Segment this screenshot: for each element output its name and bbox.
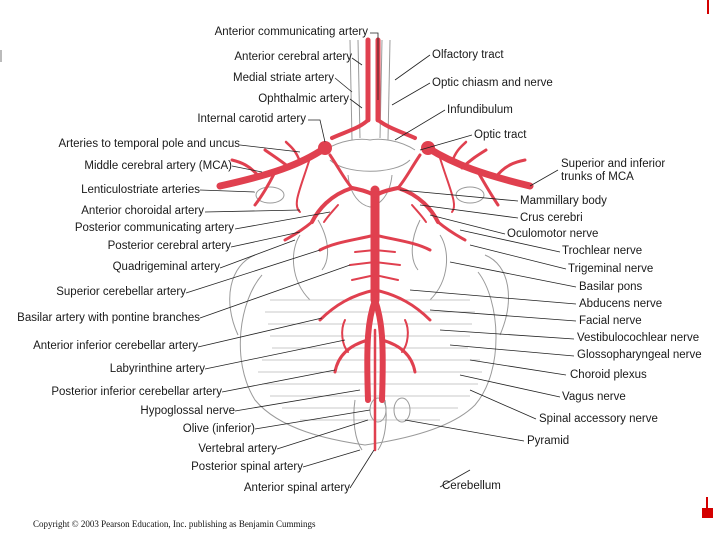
label-quadrigeminal-artery: Quadrigeminal artery [112, 261, 220, 273]
label-anterior-inferior-cerebellar-artery: Anterior inferior cerebellar artery [33, 340, 198, 352]
label-medial-striate-artery: Medial striate artery [233, 72, 334, 84]
leader-lines [185, 32, 577, 489]
label-olive-inferior: Olive (inferior) [182, 423, 255, 435]
label-optic-chiasm-and-nerve: Optic chiasm and nerve [432, 77, 553, 89]
label-posterior-communicating-artery: Posterior communicating artery [74, 222, 234, 234]
accent-square-bottom [702, 508, 713, 518]
left-edge-mark [0, 50, 2, 62]
label-ophthalmic-artery: Ophthalmic artery [258, 93, 349, 105]
label-mammillary-body: Mammillary body [520, 195, 607, 207]
copyright-notice: Copyright © 2003 Pearson Education, Inc.… [33, 519, 316, 529]
label-pyramid: Pyramid [527, 435, 570, 447]
label-anterior-choroidal-artery: Anterior choroidal artery [81, 205, 204, 217]
label-posterior-inferior-cerebellar-artery: Posterior inferior cerebellar artery [51, 386, 222, 398]
label-trochlear-nerve: Trochlear nerve [562, 245, 643, 257]
accent-mark-top [707, 0, 709, 14]
label-abducens-nerve: Abducens nerve [579, 298, 663, 310]
label-trigeminal-nerve: Trigeminal nerve [568, 263, 654, 275]
label-superior-cerebellar-artery: Superior cerebellar artery [56, 286, 186, 298]
accent-mark-bottom [706, 497, 708, 515]
arterial-circle [216, 37, 534, 452]
label-hypoglossal-nerve: Hypoglossal nerve [140, 405, 235, 417]
label-anterior-spinal-artery: Anterior spinal artery [243, 482, 350, 494]
label-basilar-artery: Basilar artery with pontine branches [17, 312, 200, 324]
label-anterior-cerebral-artery: Anterior cerebral artery [234, 51, 352, 63]
label-middle-cerebral-artery: Middle cerebral artery (MCA) [84, 160, 232, 172]
label-choroid-plexus: Choroid plexus [570, 369, 647, 381]
label-facial-nerve: Facial nerve [579, 315, 642, 327]
label-vagus-nerve: Vagus nerve [562, 391, 626, 403]
label-labyrinthine-artery: Labyrinthine artery [109, 363, 205, 375]
label-internal-carotid-artery: Internal carotid artery [197, 113, 306, 125]
label-arteries-to-temporal-pole: Arteries to temporal pole and uncus [58, 138, 240, 150]
label-lenticulostriate-arteries: Lenticulostriate arteries [81, 184, 200, 196]
label-infundibulum: Infundibulum [447, 104, 513, 116]
label-olfactory-tract: Olfactory tract [432, 49, 504, 61]
label-cerebellum: Cerebellum [442, 480, 501, 492]
label-vertebral-artery: Vertebral artery [198, 443, 277, 455]
label-posterior-spinal-artery: Posterior spinal artery [191, 461, 303, 473]
label-optic-tract: Optic tract [474, 129, 527, 141]
label-spinal-accessory-nerve: Spinal accessory nerve [539, 413, 658, 425]
label-superior-and-inferior-trunks-of-mca: Superior and inferior trunks of MCA [561, 158, 666, 183]
label-posterior-cerebral-artery: Posterior cerebral artery [107, 240, 231, 252]
label-vestibulocochlear-nerve: Vestibulocochlear nerve [577, 332, 700, 344]
label-anterior-communicating-artery: Anterior communicating artery [214, 26, 368, 38]
label-basilar-pons: Basilar pons [579, 281, 643, 293]
label-crus-cerebri: Crus cerebri [520, 212, 583, 224]
label-glossopharyngeal-nerve: Glossopharyngeal nerve [577, 349, 702, 361]
label-oculomotor-nerve: Oculomotor nerve [507, 228, 599, 240]
